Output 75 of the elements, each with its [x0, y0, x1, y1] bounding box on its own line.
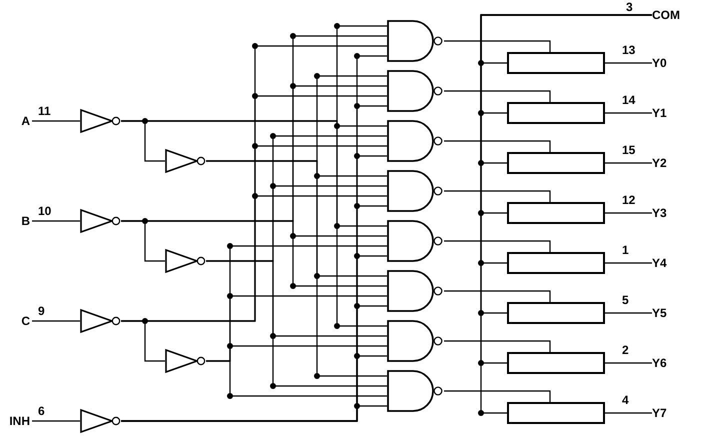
switch-box — [507, 352, 605, 374]
pin-number: 5 — [622, 293, 629, 307]
nand-gate-symbol — [387, 270, 444, 312]
wire — [32, 120, 80, 122]
switch-box — [507, 402, 605, 424]
wire — [605, 62, 652, 64]
nand-gate-symbol — [387, 120, 444, 162]
pin-label: Y0 — [652, 54, 692, 72]
pin-number: 3 — [626, 0, 633, 14]
pin-number: 12 — [622, 193, 636, 207]
pin-label: A — [2, 112, 30, 130]
wire — [121, 220, 387, 287]
wire — [605, 312, 652, 314]
inverter-symbol — [80, 409, 121, 433]
nand-gate-symbol — [387, 70, 444, 112]
wire — [444, 340, 551, 352]
wire — [32, 420, 80, 422]
pin-number: 11 — [38, 104, 51, 118]
pin-number: 6 — [38, 404, 45, 418]
nand-gate-symbol — [387, 320, 444, 362]
nand-gate-symbol — [387, 220, 444, 262]
switch-box — [507, 102, 605, 124]
nand-gate-symbol — [387, 370, 444, 412]
pin-label: Y4 — [652, 254, 692, 272]
pin-number: 1 — [622, 243, 629, 257]
pin-number: 10 — [38, 204, 52, 218]
wire — [121, 405, 387, 422]
inverter-symbol — [80, 209, 121, 233]
wire — [605, 212, 652, 214]
wire — [605, 362, 652, 364]
pin-label: COM — [652, 6, 697, 24]
wire — [32, 320, 80, 322]
pin-label: Y3 — [652, 204, 692, 222]
pin-number: 15 — [622, 143, 636, 157]
wire — [444, 240, 551, 252]
wire — [444, 40, 551, 52]
pin-label: C — [2, 312, 30, 330]
nand-gate-symbol — [387, 170, 444, 212]
switch-box — [507, 252, 605, 274]
switch-box — [507, 302, 605, 324]
inverter-symbol — [165, 149, 206, 173]
wire — [206, 160, 387, 377]
pin-label: Y7 — [652, 404, 692, 422]
switch-box — [507, 202, 605, 224]
pin-label: Y6 — [652, 354, 692, 372]
pin-label: Y1 — [652, 104, 692, 122]
pin-label: Y5 — [652, 304, 692, 322]
wire — [444, 290, 551, 302]
inverter-symbol — [165, 249, 206, 273]
inverter-symbol — [80, 109, 121, 133]
switch-box — [507, 52, 605, 74]
pin-number: 9 — [38, 304, 45, 318]
inverter-symbol — [165, 349, 206, 373]
wire — [605, 412, 652, 414]
switch-box — [507, 152, 605, 174]
nand-gate-symbol — [387, 20, 444, 62]
wire — [444, 90, 551, 102]
wire — [206, 260, 387, 387]
wire — [206, 360, 387, 397]
pin-number: 2 — [622, 343, 629, 357]
wire — [605, 162, 652, 164]
wire — [605, 262, 652, 264]
pin-number: 4 — [622, 393, 629, 407]
pin-number: 14 — [622, 93, 636, 107]
pin-label: B — [2, 212, 30, 230]
pin-label: Y2 — [652, 154, 692, 172]
wire — [121, 195, 387, 322]
wire — [444, 140, 551, 152]
wire — [444, 390, 551, 402]
wire — [32, 220, 80, 222]
wire — [444, 190, 551, 202]
pin-number: 13 — [622, 43, 636, 57]
inverter-symbol — [80, 309, 121, 333]
pin-label: INH — [2, 412, 30, 430]
wire — [605, 112, 652, 114]
